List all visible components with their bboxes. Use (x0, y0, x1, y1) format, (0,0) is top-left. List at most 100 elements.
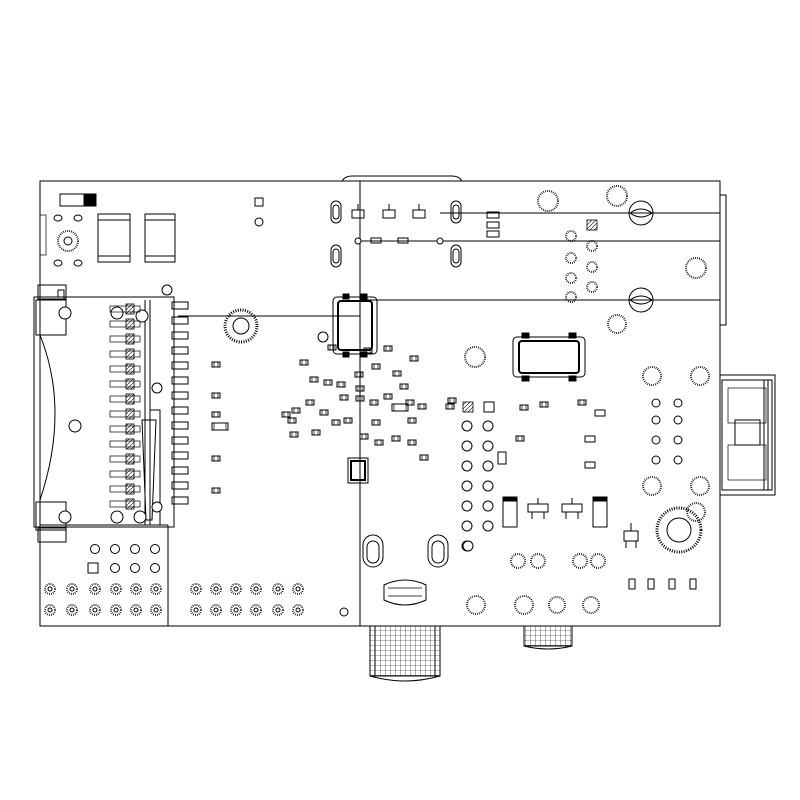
header-pin-square (87, 562, 99, 574)
contact-pad (125, 318, 135, 330)
smd-part (211, 361, 221, 368)
right-edge-connector (720, 194, 776, 496)
header-pin-ring (210, 604, 222, 616)
bottom-mid-rings (362, 534, 600, 615)
smd-part (211, 455, 221, 462)
smd-part (339, 394, 349, 401)
contact-finger (171, 421, 189, 430)
smd-part (305, 399, 315, 406)
header-pin-ring (272, 604, 284, 616)
smd-part (291, 407, 301, 414)
contact-pad (125, 378, 135, 390)
header-pin (153, 607, 159, 613)
header-pin (69, 607, 75, 613)
header-pin (295, 607, 301, 613)
contact-trace (109, 440, 141, 448)
smd-part (391, 435, 401, 442)
header-pin (47, 607, 53, 613)
contact-trace (109, 380, 141, 388)
contact-pad (125, 363, 135, 375)
smd-part (309, 376, 319, 383)
smd-part (447, 397, 457, 404)
contact-finger (171, 436, 189, 445)
header-pin-ring (89, 604, 101, 616)
contact-finger (171, 301, 189, 310)
contact-finger (171, 481, 189, 490)
contact-pad (125, 408, 135, 420)
header-pin-ring (190, 583, 202, 595)
contact-trace (109, 425, 141, 433)
header-pin-ring (89, 583, 101, 595)
header-pin (213, 586, 219, 592)
smd-part (211, 411, 221, 418)
smd-part (299, 359, 309, 366)
contact-finger (171, 406, 189, 415)
smd-part (289, 431, 299, 438)
smd-part (577, 399, 587, 406)
smd-part (211, 487, 221, 494)
bottom-edge-jacks (369, 625, 573, 682)
right-jack-cluster (623, 366, 710, 590)
header-pin (113, 607, 119, 613)
header-pin-ring (130, 604, 142, 616)
smd-part (405, 399, 415, 406)
header-pin (193, 607, 199, 613)
smd-part (363, 347, 373, 354)
header-pin-ring (66, 583, 78, 595)
smd-part (359, 433, 369, 440)
smd-part (407, 417, 417, 424)
smd-part (331, 419, 341, 426)
header-pin-ring (150, 583, 162, 595)
header-pin-ring (272, 583, 284, 595)
smd-part (281, 411, 291, 418)
bottom-left-header-pins (44, 544, 304, 616)
smd-part (319, 409, 329, 416)
header-pin (150, 544, 160, 554)
header-pin (275, 586, 281, 592)
contact-trace (109, 500, 141, 508)
smd-part (409, 355, 419, 362)
contact-pad (125, 498, 135, 510)
sd-card-slot (33, 284, 175, 543)
smd-part (311, 429, 321, 436)
smd-part (391, 403, 409, 412)
header-pin (150, 563, 160, 573)
header-pin (233, 586, 239, 592)
smd-part (369, 399, 379, 406)
header-pin (110, 544, 120, 554)
contact-trace (109, 410, 141, 418)
contact-finger (171, 346, 189, 355)
smd-part (374, 439, 384, 446)
contact-finger (171, 316, 189, 325)
smd-part (371, 363, 381, 370)
smd-part (355, 395, 365, 402)
smd-part (445, 403, 455, 410)
header-pin (295, 586, 301, 592)
smd-part (355, 385, 365, 392)
header-pin (113, 586, 119, 592)
header-pin-ring (292, 583, 304, 595)
smd-part (419, 454, 429, 461)
contact-trace (109, 485, 141, 493)
sd-contact-fingers (109, 301, 189, 510)
contact-finger (171, 376, 189, 385)
header-pin-ring (210, 583, 222, 595)
smd-part (519, 404, 529, 411)
smd-part (343, 417, 353, 424)
header-pin (253, 607, 259, 613)
smd-part (383, 393, 393, 400)
header-pin-ring (44, 583, 56, 595)
contact-pad (125, 333, 135, 345)
smd-part (354, 371, 364, 378)
contact-pad (125, 348, 135, 360)
header-pin (130, 563, 140, 573)
contact-finger (171, 466, 189, 475)
top-switch-row (330, 200, 500, 268)
smd-part (399, 383, 409, 390)
smd-part (417, 403, 427, 410)
contact-pad (125, 453, 135, 465)
contact-pad (125, 438, 135, 450)
header-pin-ring (250, 583, 262, 595)
